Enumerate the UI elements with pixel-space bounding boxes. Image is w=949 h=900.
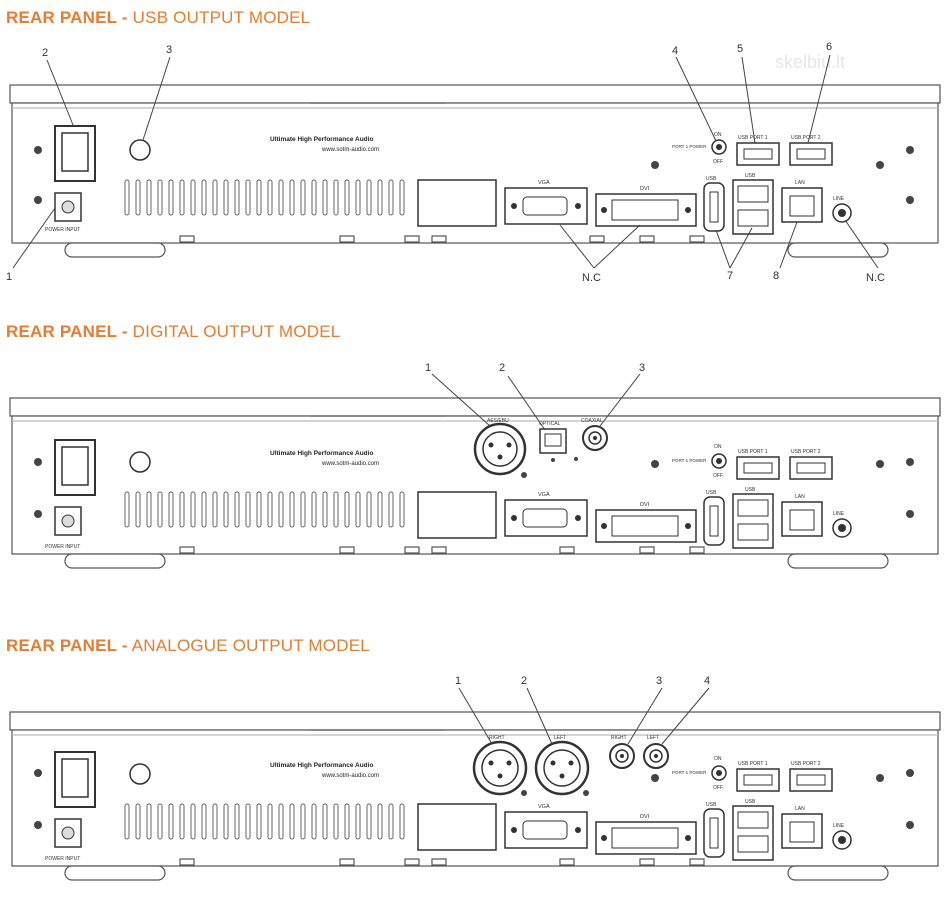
- lan-label: LAN: [795, 494, 805, 500]
- callout-1: 1: [425, 362, 431, 374]
- section-heading: REAR PANEL - DIGITAL OUTPUT MODEL: [6, 322, 340, 342]
- usb-vertical-label: USB: [706, 490, 717, 496]
- usb-port-1-label: USB PORT 1: [738, 135, 768, 141]
- url-text: www.sotm-audio.com: [321, 773, 379, 779]
- callout-1: 1: [6, 271, 12, 283]
- rear-panel-analogue-diagram: POWER INPUT Ultimate High Performance Au…: [9, 675, 941, 881]
- usb-port-1-label: USB PORT 1: [738, 761, 768, 767]
- brand-text: Ultimate High Performance Audio: [270, 136, 373, 143]
- vent-slots: [124, 179, 405, 216]
- heading-model: ANALOGUE OUTPUT MODEL: [131, 636, 370, 655]
- callout-3: 3: [656, 675, 662, 687]
- usb-port-2-label: USB PORT 2: [791, 761, 821, 767]
- port-power-label: PORT 1 POWER: [672, 770, 707, 775]
- rear-panel-digital-diagram: POWER INPUT Ultimate High Performance Au…: [9, 362, 941, 569]
- line-label: LINE: [833, 511, 845, 517]
- power-input-label: POWER INPUT: [45, 227, 80, 233]
- callout-4: 4: [672, 45, 678, 57]
- usb-vertical-label: USB: [706, 176, 717, 182]
- section-heading: REAR PANEL - USB OUTPUT MODEL: [6, 8, 310, 28]
- rca-right-label: RIGHT: [611, 735, 627, 741]
- line-label: LINE: [833, 196, 845, 202]
- rear-panel-usb-diagram: POWER INPUT Ultimate High Performance Au…: [6, 41, 941, 284]
- callout-nc-left: N.C: [582, 272, 601, 284]
- usb-stack-label: USB: [745, 173, 756, 179]
- port-power-label: PORT 1 POWER: [672, 144, 707, 149]
- power-input-label: POWER INPUT: [45, 856, 80, 862]
- dvi-label: DVI: [640, 814, 650, 820]
- toggle-off-label: OFF: [713, 473, 723, 479]
- usb-port-1-label: USB PORT 1: [738, 449, 768, 455]
- toggle-on-label: ON: [714, 132, 722, 138]
- ground-terminal: [129, 139, 151, 161]
- callout-8: 8: [773, 270, 779, 282]
- chassis-top: [9, 84, 941, 104]
- toggle-off-label: OFF: [713, 785, 723, 791]
- vga-label: VGA: [538, 492, 550, 498]
- dvi-label: DVI: [640, 186, 650, 192]
- watermark-text: skelbiu.lt: [775, 52, 846, 72]
- heading-model: USB OUTPUT MODEL: [132, 8, 311, 27]
- callout-3: 3: [639, 362, 645, 374]
- coaxial-label: COAXIAL: [581, 418, 603, 424]
- callout-2: 2: [42, 47, 48, 59]
- callout-2: 2: [499, 362, 505, 374]
- power-input-label: POWER INPUT: [45, 544, 80, 550]
- heading-prefix: REAR PANEL -: [6, 8, 128, 27]
- heading-prefix: REAR PANEL -: [6, 636, 128, 655]
- usb-vertical-label: USB: [706, 802, 717, 808]
- callout-1: 1: [455, 675, 461, 687]
- callout-4: 4: [704, 675, 710, 687]
- xlr-left-label: LEFT: [554, 735, 566, 741]
- section-heading: REAR PANEL - ANALOGUE OUTPUT MODEL: [6, 636, 370, 656]
- heading-prefix: REAR PANEL -: [6, 322, 128, 341]
- callout-6: 6: [826, 41, 832, 53]
- toggle-off-label: OFF: [713, 159, 723, 165]
- port-power-label: PORT 1 POWER: [672, 458, 707, 463]
- usb-port-2-label: USB PORT 2: [791, 135, 821, 141]
- usb-stack-label: USB: [745, 799, 756, 805]
- callout-7: 7: [727, 270, 733, 282]
- toggle-on-label: ON: [714, 756, 722, 762]
- url-text: www.sotm-audio.com: [321, 147, 379, 153]
- usb-stack-label: USB: [745, 487, 756, 493]
- callout-3: 3: [166, 44, 172, 56]
- toggle-on-label: ON: [714, 444, 722, 450]
- callout-nc-right: N.C: [866, 272, 885, 284]
- xlr-right-label: RIGHT: [489, 735, 505, 741]
- aes-ebu-label: AES/EBU: [487, 418, 509, 424]
- optical-label: OPTICAL: [539, 421, 561, 427]
- callout-5: 5: [737, 43, 743, 55]
- rca-left-label: LEFT: [647, 735, 659, 741]
- callout-2: 2: [521, 675, 527, 687]
- brand-text: Ultimate High Performance Audio: [270, 450, 373, 457]
- usb-port-2-label: USB PORT 2: [791, 449, 821, 455]
- foot-left: [64, 242, 166, 258]
- section-usb-output: REAR PANEL - USB OUTPUT MODEL: [0, 0, 949, 300]
- lan-label: LAN: [795, 180, 805, 186]
- section-digital-output: REAR PANEL - DIGITAL OUTPUT MODEL: [0, 314, 949, 604]
- blank-plate: [417, 179, 497, 227]
- dvi-label: DVI: [640, 502, 650, 508]
- vga-label: VGA: [538, 180, 550, 186]
- section-analogue-output: REAR PANEL - ANALOGUE OUTPUT MODEL: [0, 628, 949, 900]
- lan-label: LAN: [795, 806, 805, 812]
- foot-right: [787, 242, 889, 258]
- line-label: LINE: [833, 823, 845, 829]
- brand-text: Ultimate High Performance Audio: [270, 762, 373, 769]
- heading-model: DIGITAL OUTPUT MODEL: [132, 322, 341, 341]
- url-text: www.sotm-audio.com: [321, 461, 379, 467]
- vga-label: VGA: [538, 804, 550, 810]
